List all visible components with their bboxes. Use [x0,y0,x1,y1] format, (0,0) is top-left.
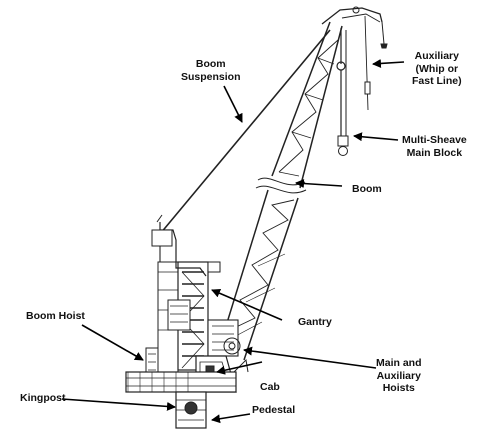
boom-hoist-arrow [81,324,144,361]
label-auxiliary: Auxiliary (Whip or Fast Line) [412,50,462,87]
gantry-arrow [211,289,283,321]
label-pedestal: Pedestal [252,404,296,416]
boom-upper-section [271,21,343,189]
label-main-block: Multi-Sheave Main Block [402,134,467,159]
label-boom-suspension: Boom Suspension [181,58,241,83]
cab-arrow [216,361,263,375]
leader-arrows [61,58,405,424]
boom-suspension-line [159,29,331,235]
label-kingpost: Kingpost [20,392,66,404]
boom-suspension-arrow [223,85,243,123]
main-block-arrow [353,132,399,142]
auxiliary-arrow [372,58,405,68]
main-aux-hoists-arrow [243,346,377,369]
crane-drawing [125,6,388,429]
boom-arrow [295,179,343,189]
boom-tip [321,6,388,156]
deck-platform [125,358,249,393]
label-boom-hoist: Boom Hoist [26,310,85,322]
kingpost-arrow [61,398,176,411]
pedestal-structure [175,391,207,429]
label-main-aux-hoists: Main and Auxiliary Hoists [376,357,422,394]
label-gantry: Gantry [298,316,332,328]
label-cab: Cab [260,381,280,393]
label-boom: Boom [352,183,382,195]
pedestal-arrow [211,413,251,424]
